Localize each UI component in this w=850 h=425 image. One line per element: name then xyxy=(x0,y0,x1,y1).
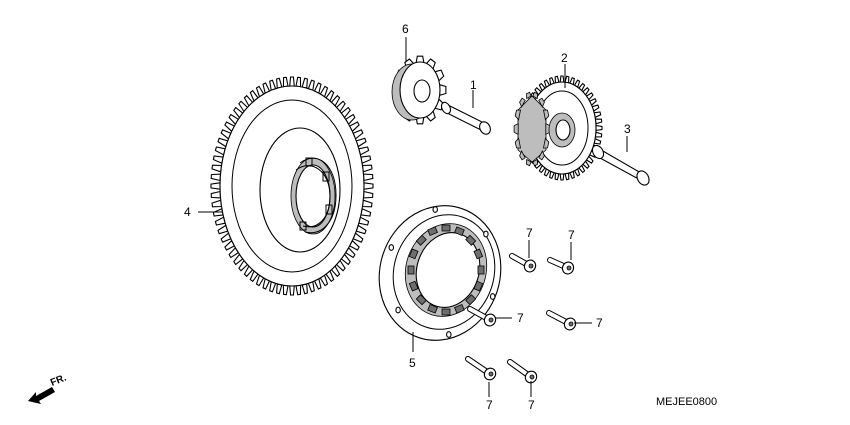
clutch-roller xyxy=(415,234,427,246)
reduction-gear[interactable] xyxy=(513,75,603,181)
clutch-roller xyxy=(441,308,451,316)
callout-7: 7 xyxy=(486,398,493,412)
gear-tooth xyxy=(543,109,550,121)
clutch-bolt-hole xyxy=(483,230,489,238)
bolt[interactable] xyxy=(509,253,538,274)
gear-tooth xyxy=(363,182,374,190)
gear-tooth xyxy=(526,91,532,100)
gear-tooth xyxy=(362,190,374,199)
gear-tooth xyxy=(295,284,302,296)
callout-3: 3 xyxy=(624,122,631,136)
gear-tooth xyxy=(513,122,519,136)
clutch-bolt-hole xyxy=(489,293,496,300)
gear-tooth xyxy=(538,97,545,108)
idle-gear-small[interactable] xyxy=(391,55,447,125)
idle-gear-shaft[interactable] xyxy=(440,101,493,136)
svg-text:FR.: FR. xyxy=(49,372,68,388)
gear-tooth xyxy=(559,173,565,181)
clutch-bolt-hole xyxy=(388,244,395,251)
gear-tooth xyxy=(210,190,222,199)
gear-tooth xyxy=(559,75,565,83)
callout-7: 7 xyxy=(526,226,533,240)
clutch-roller xyxy=(473,248,484,260)
gear-tooth xyxy=(538,150,545,161)
gear-tooth xyxy=(595,124,603,132)
reduction-gear-shaft[interactable] xyxy=(590,143,651,187)
clutch-bolt-hole xyxy=(395,306,401,314)
gear-tooth xyxy=(361,164,373,173)
front-direction-arrow: FR. xyxy=(28,372,68,404)
bolt-group[interactable] xyxy=(465,253,578,385)
clutch-roller xyxy=(465,234,477,246)
bolt[interactable] xyxy=(467,306,498,328)
gear-tooth xyxy=(210,173,222,182)
clutch-roller xyxy=(415,294,427,306)
clutch-roller xyxy=(408,248,419,260)
callout-5: 6 xyxy=(402,22,409,36)
clutch-roller xyxy=(465,294,477,306)
gear-tooth xyxy=(295,76,302,88)
gear-tooth xyxy=(532,91,538,100)
gear-tooth xyxy=(543,137,550,149)
callout-1: 1 xyxy=(470,78,477,92)
callout-2: 2 xyxy=(561,51,568,65)
callout-7: 7 xyxy=(528,398,535,412)
clutch-roller xyxy=(441,224,451,232)
gear-tooth xyxy=(282,76,289,88)
bolt[interactable] xyxy=(546,310,578,332)
callout-4: 4 xyxy=(184,205,191,219)
clutch-roller xyxy=(427,303,438,314)
gear-tooth xyxy=(210,182,221,190)
bolt[interactable] xyxy=(507,359,539,385)
gear-tooth xyxy=(361,199,373,208)
gear-tooth xyxy=(519,97,526,108)
gear-tooth xyxy=(282,284,289,296)
leader-lines xyxy=(198,37,628,397)
gear-tooth xyxy=(211,199,223,208)
gear-tooth xyxy=(289,285,295,296)
clutch-roller xyxy=(473,280,484,292)
callout-6: 5 xyxy=(409,356,416,370)
gear-tooth xyxy=(289,76,295,87)
callout-7: 7 xyxy=(596,316,603,330)
gear-tooth xyxy=(211,164,223,173)
gear-tooth xyxy=(514,109,521,121)
bolt[interactable] xyxy=(465,356,498,382)
clutch-bolt-hole xyxy=(446,331,452,338)
starter-clutch[interactable] xyxy=(362,190,518,356)
clutch-roller xyxy=(454,226,465,237)
gear-tooth xyxy=(532,158,538,167)
starter-driven-gear[interactable] xyxy=(210,76,374,296)
callout-7: 7 xyxy=(568,228,575,242)
clutch-roller xyxy=(408,280,419,292)
clutch-roller xyxy=(454,303,465,314)
clutch-roller xyxy=(427,226,438,237)
diagram-code: MEJEE0800 xyxy=(656,396,717,408)
bolt[interactable] xyxy=(547,257,575,276)
gear-tooth xyxy=(526,158,532,167)
clutch-bolt-hole xyxy=(432,206,438,213)
callout-7: 7 xyxy=(517,311,524,325)
gear-tooth xyxy=(514,137,521,149)
gear-tooth xyxy=(519,150,526,161)
gear-tooth xyxy=(362,173,374,182)
clutch-roller xyxy=(477,265,485,275)
clutch-roller xyxy=(407,265,415,275)
